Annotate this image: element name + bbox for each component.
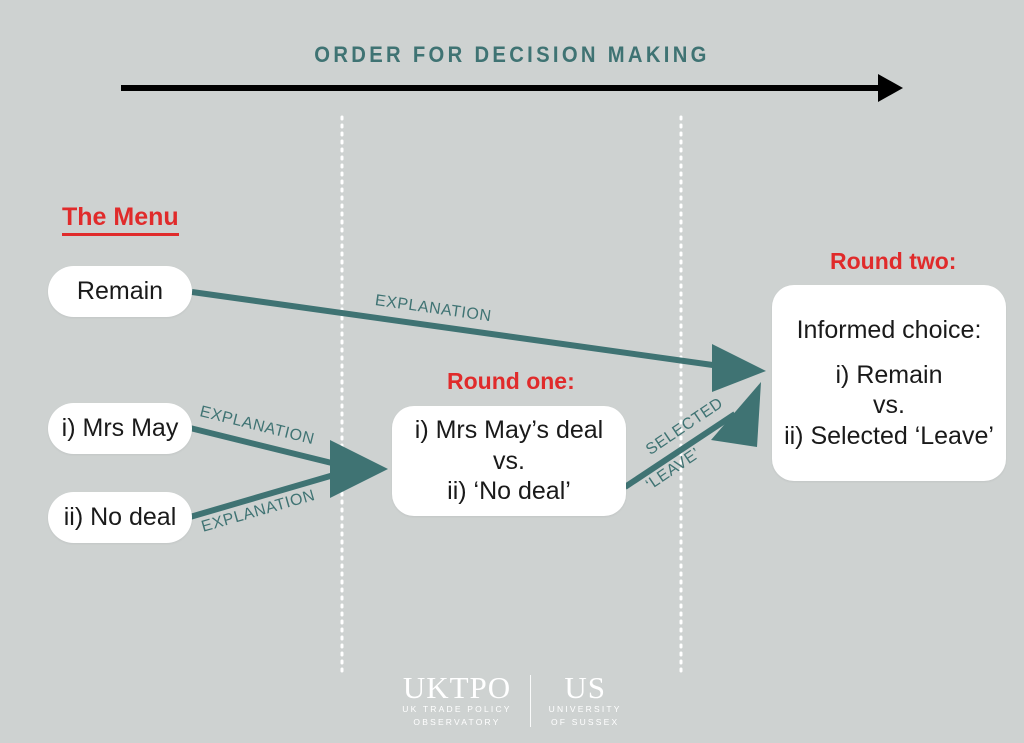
- option-pill-label: i) Mrs May: [61, 414, 179, 442]
- arrow-mrs-may-to-round-one: [189, 425, 345, 469]
- option-pill-label: ii) No deal: [63, 503, 177, 531]
- round-one-heading: Round one:: [447, 368, 575, 394]
- round-one-line-2: vs.: [493, 446, 525, 475]
- uktpo-logo: UKTPO UK TRADE POLICY OBSERVATORY: [402, 672, 511, 729]
- right-arrow-icon: [121, 74, 903, 102]
- sussex-wordmark: US: [564, 670, 606, 705]
- option-pill-label: Remain: [76, 277, 164, 305]
- arrow-no-deal-to-round-one: [189, 469, 345, 520]
- round-one-line-3: ii) ‘No deal’: [447, 477, 571, 506]
- round-two-heading: Round two:: [830, 248, 957, 274]
- sussex-subline-2: OF SUSSEX: [550, 717, 620, 728]
- round-one-box[interactable]: i) Mrs May’s deal vs. ii) ‘No deal’: [392, 406, 626, 516]
- option-pill-no-deal[interactable]: ii) No deal: [48, 492, 192, 543]
- sussex-logo: US UNIVERSITY OF SUSSEX: [549, 672, 622, 729]
- arrowhead-into-round-one: [330, 440, 388, 498]
- round-one-line-1: i) Mrs May’s deal: [414, 416, 604, 445]
- arrow-remain-to-round-two: [191, 289, 766, 392]
- footer-logos: UKTPO UK TRADE POLICY OBSERVATORY US UNI…: [0, 672, 1024, 729]
- logo-divider: [529, 674, 531, 727]
- menu-heading: The Menu: [62, 203, 179, 236]
- arrow-round-one-to-round-two: [623, 382, 761, 490]
- uktpo-wordmark: UKTPO: [402, 670, 512, 705]
- sussex-subline-1: UNIVERSITY: [548, 704, 622, 714]
- option-pill-remain[interactable]: Remain: [48, 266, 192, 317]
- round-two-line-2: i) Remain: [835, 360, 943, 389]
- round-two-box[interactable]: Informed choice: i) Remain vs. ii) Selec…: [772, 285, 1006, 481]
- page-title: ORDER FOR DECISION MAKING: [314, 42, 710, 67]
- round-two-line-4: ii) Selected ‘Leave’: [784, 421, 994, 450]
- option-pill-mrs-may[interactable]: i) Mrs May: [48, 403, 192, 454]
- round-two-line-1: Informed choice:: [796, 316, 982, 344]
- round-two-line-3: vs.: [873, 391, 905, 419]
- uktpo-subline-2: OBSERVATORY: [413, 717, 501, 728]
- uktpo-subline-1: UK TRADE POLICY: [402, 704, 512, 714]
